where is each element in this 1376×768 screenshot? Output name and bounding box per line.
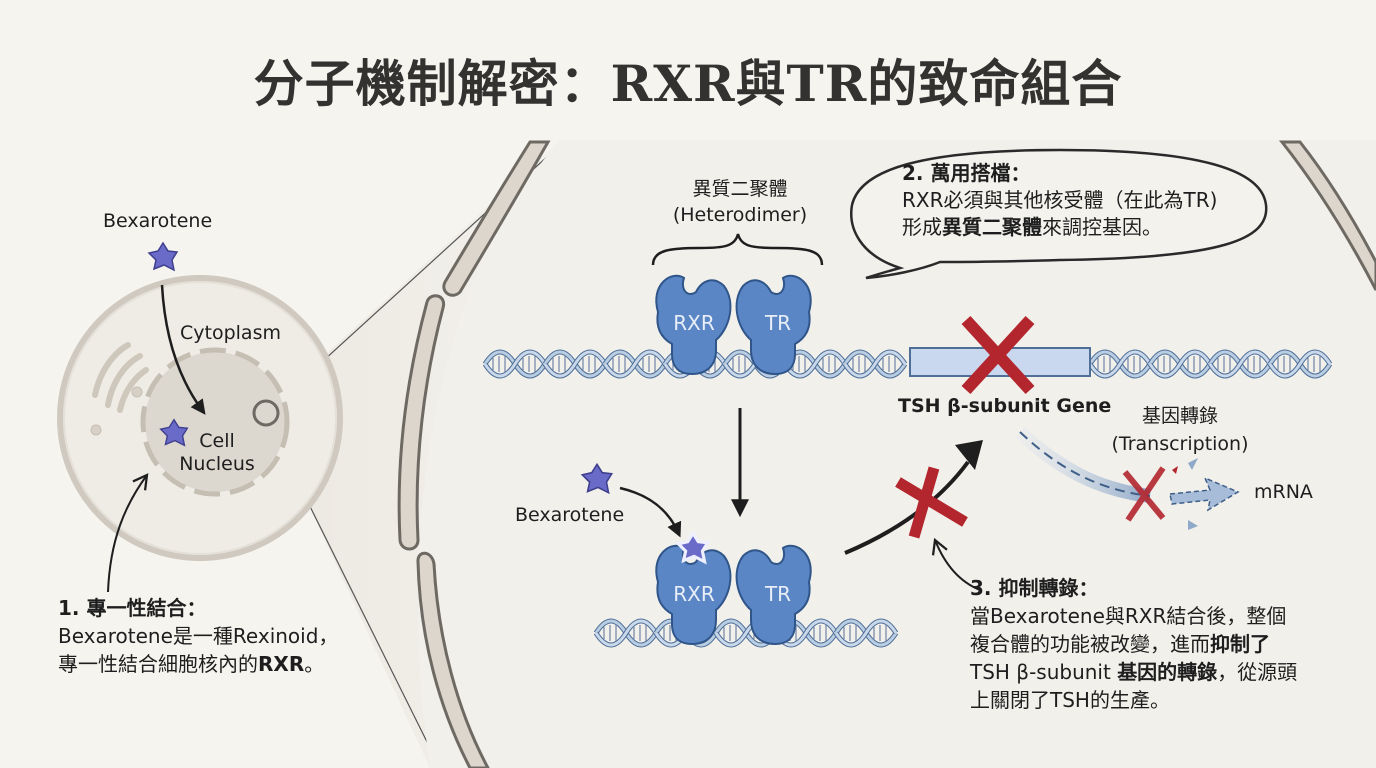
note3-line3-bold: 基因的轉錄 [1117,660,1218,684]
zoom-focus-circle [252,399,280,427]
rxr-label-bottom: RXR [673,582,715,606]
nuclear-envelope [140,347,290,497]
transcription-blocked-x-icon [1122,466,1166,522]
cell-nucleus [145,352,285,492]
note1-pointer-arrow [107,473,149,593]
fragment [1172,466,1178,474]
note3-line3-suffix: ，從源頭 [1217,660,1298,684]
tr-label-top: TR [764,311,792,335]
nucleus-label: Cell Nucleus [176,430,258,476]
bubble-heading: 2. 萬用搭檔： [902,161,1031,185]
heterodimer-label-zh: 異質二聚體 [692,178,788,200]
note3-line1: 當Bexarotene與RXR結合後，整個 [970,604,1287,628]
rxr-label-top: RXR [673,311,715,335]
cell [57,275,343,561]
page-title: 分子機制解密：RXR與TR的致命組合 [253,54,1123,113]
bexarotene-label-bound: Bexarotene [515,504,625,526]
gene-blocked-x-icon [961,315,1035,395]
note-3: 3. 抑制轉錄： 當Bexarotene與RXR結合後，整個 複合體的功能被改變… [970,574,1297,714]
note1-line2-bold: RXR [258,652,305,676]
note1-heading: 1. 專一性結合： [58,596,207,620]
nucleus-label-line1: Cell [199,430,235,452]
tr-label-bottom: TR [764,582,792,606]
mrna-label: mRNA [1254,481,1313,503]
entry-arrow [160,284,206,415]
speech-bubble [850,148,1268,280]
note3-heading: 3. 抑制轉錄： [970,576,1099,600]
bubble-note: 2. 萬用搭檔： RXR必須與其他核受體（在此為TR) 形成異質二聚體來調控基因… [902,160,1217,241]
heterodimer-brace [651,233,824,266]
activation-arrowhead [955,440,983,470]
vesicle [131,386,143,398]
bubble-line1: RXR必須與其他核受體（在此為TR) [902,188,1218,212]
gene-label: TSH β-subunit Gene [898,395,1112,417]
golgi-organelle [92,342,149,413]
bexarotene-molecule-icon [148,242,178,271]
transcription-label-en: (Transcription) [1111,433,1249,455]
vesicle [90,424,102,436]
note3-line4: 上關閉了TSH的生產。 [970,688,1170,712]
note1-line2-prefix: 專一性結合細胞核內的 [58,652,258,676]
bubble-line2-bold: 異質二聚體 [942,215,1042,239]
binding-arrow [619,486,682,538]
nuclear-envelope-zoomed [397,140,1376,768]
transcription-label-zh: 基因轉錄 [1141,405,1218,427]
note3-pointer-arrow [931,537,981,591]
bubble-line2-suffix: 來調控基因。 [1042,215,1162,239]
fragment [1188,520,1198,530]
note3-line2-prefix: 複合體的功能被改變，進而 [970,632,1210,656]
bubble-line2-prefix: 形成 [902,215,942,239]
mrna-arrow-icon [1169,476,1240,512]
transcription-path-outline [1019,431,1151,497]
note1-line1: Bexarotene是一種Rexinoid， [58,624,339,648]
cytoplasm-label: Cytoplasm [180,322,281,344]
note3-line2-bold: 抑制了 [1210,632,1270,656]
note-1: 1. 專一性結合： Bexarotene是一種Rexinoid， 專一性結合細胞… [58,594,338,678]
heterodimer-label-en: (Heterodimer) [672,204,808,226]
fragment [1188,458,1198,470]
activation-blocked-x-icon [895,466,968,539]
note3-line3-prefix: TSH β-subunit [970,660,1118,684]
transcription-label: 基因轉錄 (Transcription) [1100,402,1260,458]
heterodimer-label: 異質二聚體 (Heterodimer) [660,176,820,228]
nucleus-label-line2: Nucleus [179,453,255,475]
note1-line2-suffix: 。 [304,652,325,676]
bexarotene-label: Bexarotene [103,210,213,232]
